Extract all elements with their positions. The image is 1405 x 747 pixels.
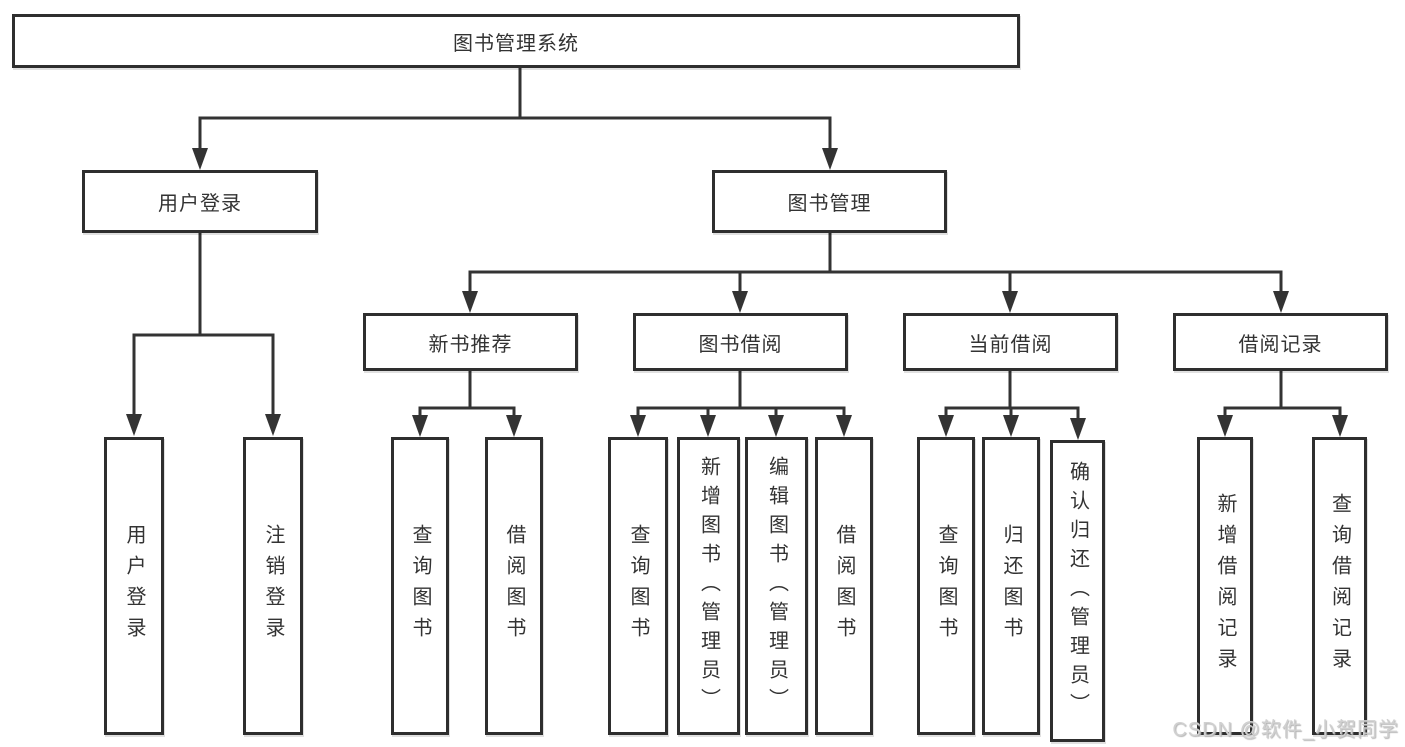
leaf-return-books: 归还图书	[982, 437, 1040, 735]
node-borrowing-records: 借阅记录	[1173, 313, 1388, 371]
leaf-label: 新增借阅记录	[1214, 493, 1236, 679]
leaf-query-books-borrowing: 查询图书	[608, 437, 668, 735]
csdn-watermark: CSDN @软件_小贺同学	[1172, 719, 1399, 741]
leaf-label: 编辑图书（管理员）	[765, 455, 788, 717]
leaf-label: 查询借阅记录	[1328, 493, 1351, 679]
node-root-library-system: 图书管理系统	[12, 14, 1020, 68]
leaf-edit-books-admin: 编辑图书（管理员）	[745, 437, 808, 735]
node-label: 当前借阅	[968, 333, 1053, 356]
leaf-confirm-return-admin: 确认归还（管理员）	[1050, 440, 1105, 742]
leaf-label: 归还图书	[1000, 524, 1022, 648]
leaf-label: 查询图书	[409, 524, 431, 648]
node-new-book-recommend: 新书推荐	[363, 313, 578, 371]
node-root-label: 图书管理系统	[453, 32, 579, 55]
node-label: 用户登录	[158, 193, 242, 215]
node-label: 新书推荐	[428, 333, 513, 356]
node-user-login-branch: 用户登录	[82, 170, 318, 233]
node-book-borrowing: 图书借阅	[633, 313, 848, 371]
leaf-label: 确认归还（管理员）	[1066, 460, 1089, 722]
leaf-add-books-admin: 新增图书（管理员）	[677, 437, 740, 735]
leaf-label: 查询图书	[935, 524, 957, 648]
leaf-query-borrow-record: 查询借阅记录	[1312, 437, 1367, 735]
leaf-query-books-current: 查询图书	[917, 437, 975, 735]
leaf-query-books-recommend: 查询图书	[391, 437, 449, 735]
node-book-management-branch: 图书管理	[712, 170, 947, 233]
leaf-borrow-books-recommend: 借阅图书	[485, 437, 543, 735]
node-current-borrowing: 当前借阅	[903, 313, 1118, 371]
leaf-logout: 注销登录	[243, 437, 303, 735]
leaf-label: 用户登录	[123, 524, 145, 648]
leaf-label: 注销登录	[262, 524, 284, 648]
leaf-add-borrow-record: 新增借阅记录	[1197, 437, 1253, 735]
node-label: 图书管理	[787, 193, 872, 215]
leaf-label: 新增图书（管理员）	[697, 455, 720, 717]
node-label: 借阅记录	[1238, 333, 1323, 356]
leaf-user-login: 用户登录	[104, 437, 164, 735]
leaf-label: 借阅图书	[833, 524, 855, 648]
leaf-label: 查询图书	[627, 524, 649, 648]
node-label: 图书借阅	[698, 333, 783, 356]
leaf-borrow-books: 借阅图书	[815, 437, 873, 735]
leaf-label: 借阅图书	[503, 524, 525, 648]
